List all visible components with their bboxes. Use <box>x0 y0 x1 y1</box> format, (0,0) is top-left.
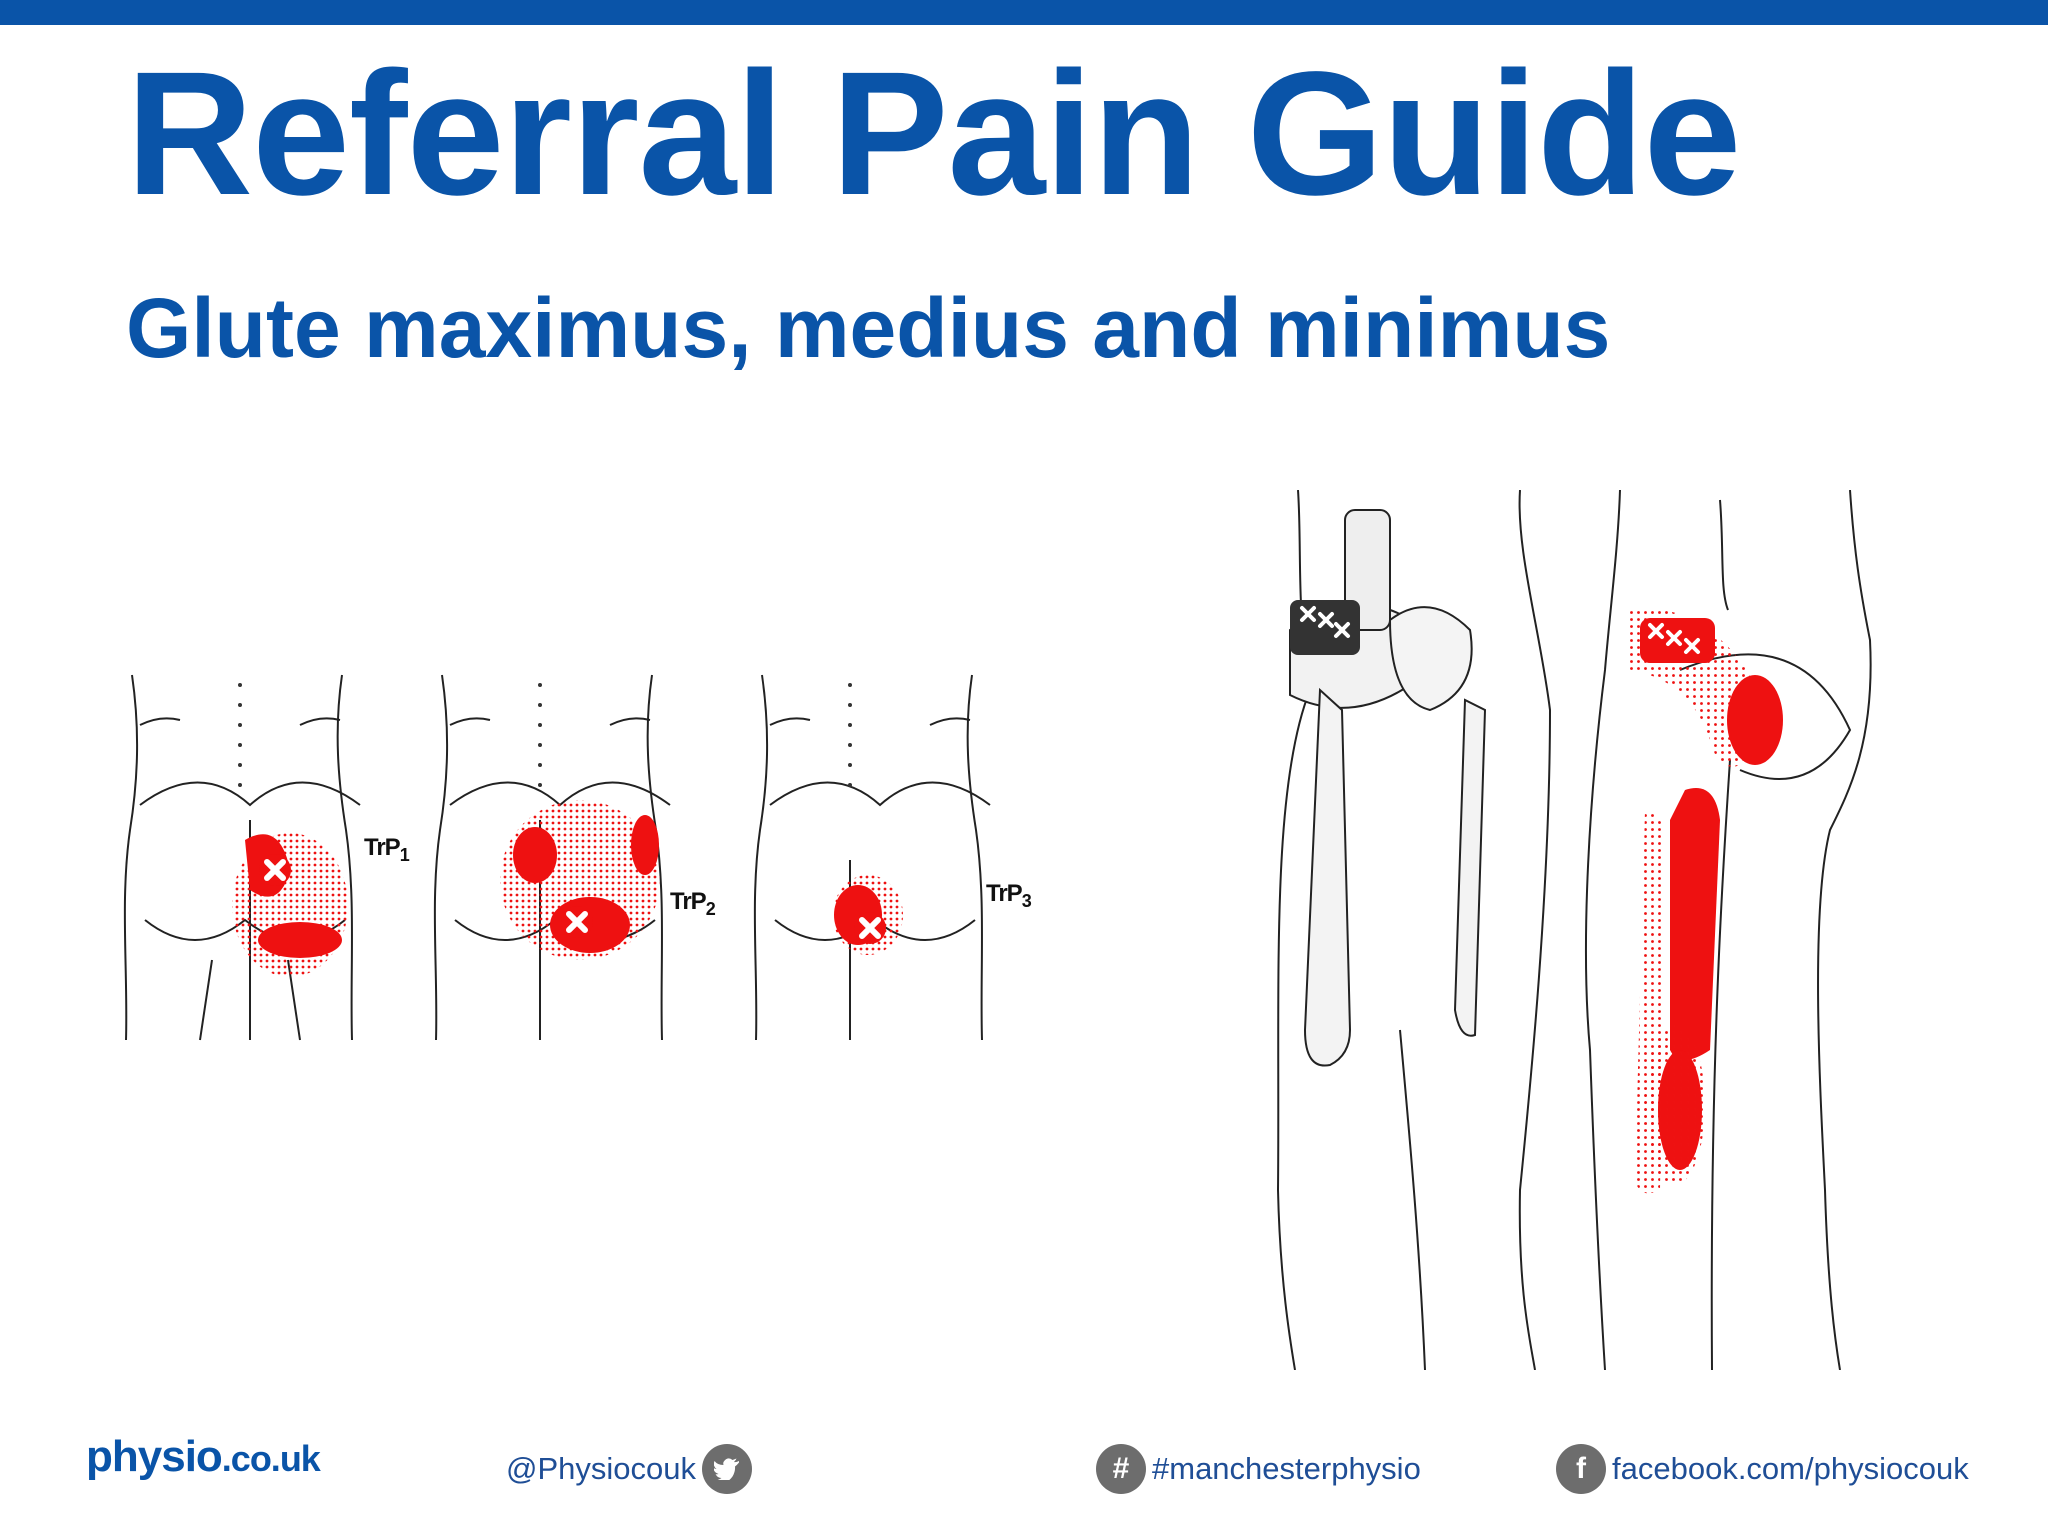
trigger-point-x-1 <box>259 854 291 886</box>
page-subtitle: Glute maximus, medius and minimus <box>126 281 1611 375</box>
facebook-link[interactable]: f facebook.com/physiocouk <box>1556 1444 1969 1494</box>
physio-logo[interactable]: physio.co.uk <box>86 1432 321 1481</box>
twitter-bird-icon <box>702 1444 752 1494</box>
pain-zone-trp1 <box>232 833 348 977</box>
back-figure-3 <box>753 674 991 1041</box>
hashtag-link[interactable]: # #manchesterphysio <box>1096 1444 1421 1494</box>
top-banner-bar <box>0 0 2048 25</box>
spine-dots-1 <box>238 683 242 787</box>
leg-trigger-points <box>1640 618 1715 663</box>
hashtag-text: #manchesterphysio <box>1152 1451 1421 1486</box>
spine-dots-3 <box>848 683 852 787</box>
spine-dots-2 <box>538 683 542 787</box>
twitter-link[interactable]: @Physiocouk <box>506 1444 752 1494</box>
glute-minimus-referral-diagram <box>1276 490 1872 1370</box>
leg-pain-zone <box>1630 608 1783 1194</box>
facebook-f-icon: f <box>1556 1444 1606 1494</box>
skeleton-trigger-points <box>1290 600 1360 655</box>
facebook-text: facebook.com/physiocouk <box>1612 1451 1969 1486</box>
trp2-label: TrP2 <box>670 888 716 919</box>
hashtag-icon: # <box>1096 1444 1146 1494</box>
page-title: Referral Pain Guide <box>126 36 1741 232</box>
trp3-label: TrP3 <box>986 880 1032 911</box>
twitter-handle-text: @Physiocouk <box>506 1451 696 1486</box>
leg-body-figure <box>1584 490 1872 1370</box>
trigger-point-x-2 <box>561 906 593 938</box>
trigger-point-x-3 <box>854 912 886 944</box>
glute-maximus-trigger-point-diagrams <box>123 674 991 1041</box>
trp1-label: TrP1 <box>364 834 410 865</box>
